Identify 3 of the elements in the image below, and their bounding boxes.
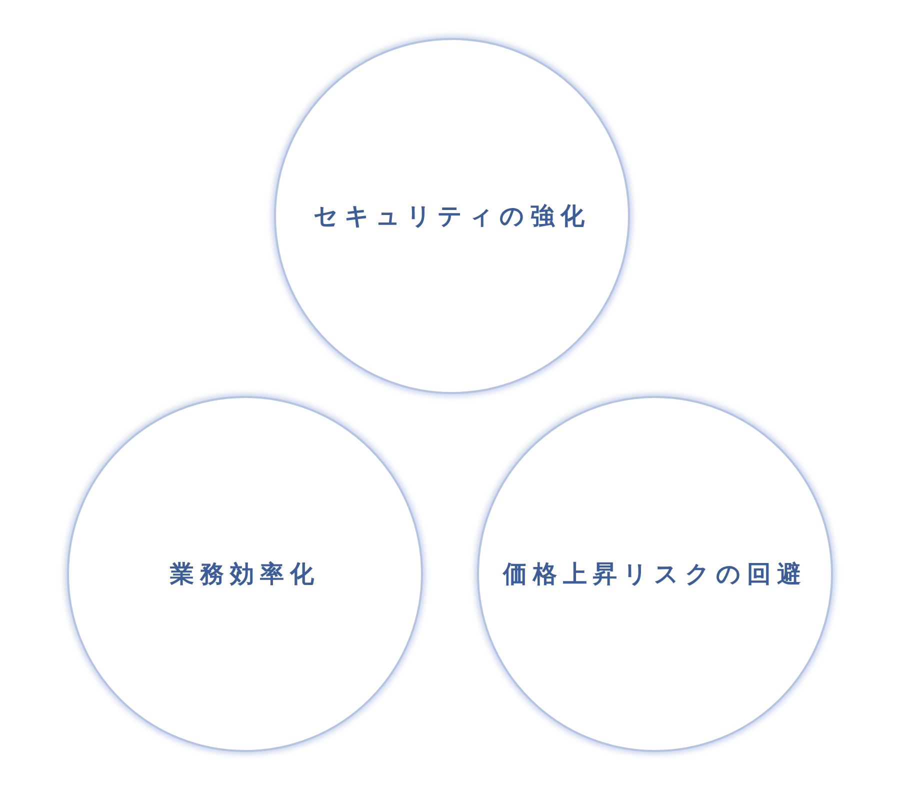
node-label: セキュリティの強化 — [314, 201, 590, 232]
node-label: 価格上昇リスクの回避 — [503, 559, 807, 590]
node-label: 業務効率化 — [170, 559, 320, 590]
